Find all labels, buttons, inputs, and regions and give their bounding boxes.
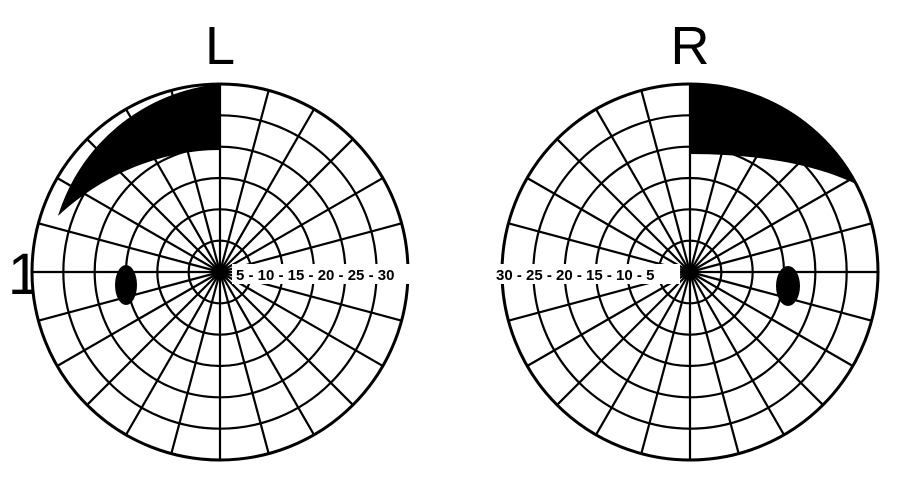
left-meridian-330deg <box>219 271 384 367</box>
left-meridian-285deg <box>218 271 270 454</box>
left-meridian-165deg <box>38 222 221 274</box>
left-meridian-60deg <box>219 108 315 273</box>
right-meridian-240deg <box>595 271 691 436</box>
left-meridian-210deg <box>56 271 221 367</box>
left-meridian-255deg <box>170 271 222 454</box>
left-fixation-point <box>215 267 225 277</box>
right-scale-backdrop <box>494 264 680 284</box>
right-meridian-285deg <box>688 271 740 454</box>
right-meridian-330deg <box>689 271 854 367</box>
left-meridian-315deg <box>219 271 354 406</box>
left-meridian-45deg <box>219 138 354 273</box>
left-scale-backdrop <box>232 264 410 284</box>
left-meridian-75deg <box>218 90 270 273</box>
right-meridian-15deg <box>689 222 872 274</box>
right-meridian-105deg <box>640 90 692 273</box>
left-meridian-30deg <box>219 177 384 273</box>
right-superior-defect <box>690 84 856 184</box>
left-scale-labels: 5 - 10 - 15 - 20 - 25 - 30 <box>236 267 394 284</box>
left-eye-title: L <box>205 16 235 76</box>
right-blind-spot <box>776 266 800 306</box>
right-eye-title: R <box>671 16 710 76</box>
right-fixation-point <box>685 267 695 277</box>
left-meridian-15deg <box>219 222 402 274</box>
left-meridian-225deg <box>86 271 221 406</box>
right-meridian-135deg <box>556 138 691 273</box>
left-meridian-240deg <box>125 271 221 436</box>
right-meridian-120deg <box>595 108 691 273</box>
left-superior-defect <box>58 84 220 216</box>
left-meridian-300deg <box>219 271 315 436</box>
right-meridian-255deg <box>640 271 692 454</box>
right-meridian-210deg <box>526 271 691 367</box>
right-meridian-300deg <box>689 271 785 436</box>
right-meridian-165deg <box>508 222 691 274</box>
right-meridian-315deg <box>689 271 824 406</box>
right-meridian-30deg <box>689 177 854 273</box>
right-scale-labels: 30 - 25 - 20 - 15 - 10 - 5 <box>496 267 654 284</box>
right-meridian-225deg <box>556 271 691 406</box>
right-eye-field: R 30 - 25 - 20 - 15 - 10 - 5 <box>494 16 880 462</box>
right-meridian-150deg <box>526 177 691 273</box>
left-eye-field: L 5 - 10 - 15 - 20 - 25 - 30 <box>30 16 410 462</box>
left-blind-spot <box>115 265 137 305</box>
